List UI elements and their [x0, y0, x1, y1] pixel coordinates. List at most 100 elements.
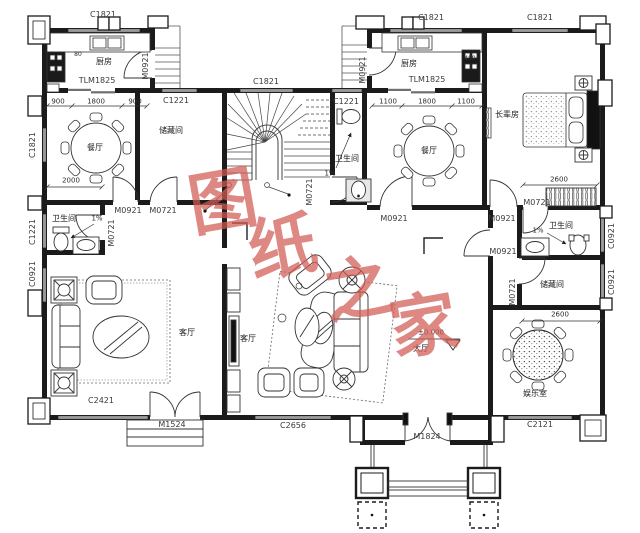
door-label-m0721-bath1: M0721: [107, 219, 116, 247]
room-label-storage-right: 储藏间: [540, 280, 564, 289]
window-label-c0921-right1: C0921: [607, 223, 616, 249]
end-table: [50, 369, 78, 397]
door-label-tlm1825-right: TLM1825: [408, 75, 446, 84]
sliding-door-icons: [68, 88, 435, 94]
room-label-kitchen-left: 厨房: [96, 57, 112, 66]
room-label-game-room: 娱乐室: [523, 389, 547, 398]
door-label-m0921-bedroom: M0921: [488, 214, 516, 223]
door-label-m0921-kitchen2: M0921: [358, 56, 367, 84]
window-label-c2656: C2656: [280, 421, 306, 430]
room-label-bathroom3: 卫生间: [549, 221, 573, 230]
door-m1824-double: [402, 412, 453, 442]
room-label-storage-left: 储藏间: [159, 126, 183, 135]
side-table: [294, 307, 320, 347]
door-openings: [68, 88, 548, 420]
door-label-m0721-storage2: M0721: [508, 278, 517, 306]
window-c1821-left: [42, 127, 47, 163]
windows: [42, 28, 605, 420]
dim-1100b: 1100: [457, 97, 475, 106]
door-storage1: [149, 176, 178, 203]
window-c2656: [254, 415, 332, 420]
window-c0921-left: [42, 267, 47, 303]
window-label-c2421: C2421: [88, 396, 114, 405]
window-c2421: [57, 415, 149, 420]
armchair: [85, 275, 123, 305]
door-label-m0721-storage1: M0721: [149, 206, 177, 215]
stair-posts: [203, 182, 291, 213]
stair-upper-treads: [298, 99, 330, 136]
dining-table-right: [393, 115, 465, 187]
door-dining2: [379, 175, 413, 208]
dim-900a: 900: [51, 97, 65, 106]
slope-label-bath1: 1%: [91, 214, 103, 223]
window-c1821-bedroom: [511, 28, 569, 33]
bathroom-right-fixtures: [520, 232, 590, 257]
window-c1821-stairs: [239, 88, 294, 93]
dim-1800b: 1800: [418, 97, 436, 106]
door-label-m0921-dining2: M0921: [380, 214, 408, 223]
watermark-char-2: 纸: [242, 203, 324, 294]
dining-table-left: [60, 112, 132, 184]
window-c1221-storage: [161, 88, 198, 93]
entry-steps: [126, 419, 204, 447]
room-label-hall: 大厅: [413, 344, 429, 353]
room-label-living-left: 客厅: [179, 328, 195, 337]
window-label-c1221-storage: C1221: [163, 96, 189, 105]
room-label-elder-room: 长辈房: [495, 110, 519, 119]
living-room-left-furniture: [50, 275, 171, 397]
room-label-bathroom1: 卫生间: [52, 214, 76, 223]
door-m1524-double: [149, 391, 201, 418]
coffee-table: [92, 315, 150, 359]
dim-1100a: 1100: [379, 97, 397, 106]
porch-beams: [387, 480, 469, 497]
dim-1800a: 1800: [87, 97, 105, 106]
window-label-c1821-topleft: C1821: [90, 10, 116, 19]
bathroom-center-fixtures: [335, 108, 372, 203]
dim-80: 80: [74, 51, 82, 58]
kitchen-right: [381, 32, 483, 93]
sofa: [333, 291, 369, 373]
window-label-c1821-left: C1821: [28, 132, 37, 158]
room-label-bathroom2: 卫生间: [335, 154, 359, 163]
elevation-marker: [408, 338, 461, 351]
wall-corner-marks: [232, 222, 443, 254]
window-label-c0921-left: C0921: [28, 261, 37, 287]
rug: [265, 270, 398, 404]
watermark-char-4: 家: [383, 281, 465, 372]
staircase: [203, 92, 330, 213]
dim-900b: 900: [128, 97, 142, 106]
bedroom-wall-niche: [485, 107, 492, 139]
living-room-center-furniture: [257, 254, 398, 404]
window-label-c1221-left: C1221: [28, 219, 37, 245]
door-dining1: [112, 176, 139, 203]
door-hall-corridor: [463, 229, 491, 257]
pillow-icon: [568, 96, 584, 119]
door-label-m0921-dining1: M0921: [114, 206, 142, 215]
toilet-icon: [52, 226, 70, 234]
door-bath3: [522, 206, 549, 234]
door-label-m1824: M1824: [413, 432, 441, 441]
porch: [354, 445, 502, 529]
window-label-c1821-stairs: C1821: [253, 77, 279, 86]
window-c1821-kitchen2: [389, 28, 463, 33]
dim-2600-bedroom: 2600: [550, 175, 568, 184]
window-c1221-left: [42, 213, 47, 249]
door-label-m0921-kitchen1: M0921: [141, 52, 150, 80]
pilasters: [27, 15, 613, 443]
kitchen-left: [46, 32, 151, 93]
toilet-icon: [336, 108, 343, 125]
headboard: [586, 90, 601, 150]
watermark-char-3: 之: [317, 245, 399, 336]
fan-decor: [332, 367, 356, 391]
door-label-m0921-hall: M0921: [489, 247, 517, 256]
room-label-living-center: 客厅: [240, 334, 256, 343]
slope-label-bath3: 1%: [532, 226, 544, 235]
window-c1221-bath2: [331, 88, 363, 93]
door-label-m0721-bath3: M0721: [523, 198, 551, 207]
porch-columns: [354, 466, 502, 529]
door-label-tlm1825-left: TLM1825: [78, 76, 116, 85]
dimension-lines: [44, 103, 603, 324]
window-c0921-right2: [600, 263, 605, 299]
